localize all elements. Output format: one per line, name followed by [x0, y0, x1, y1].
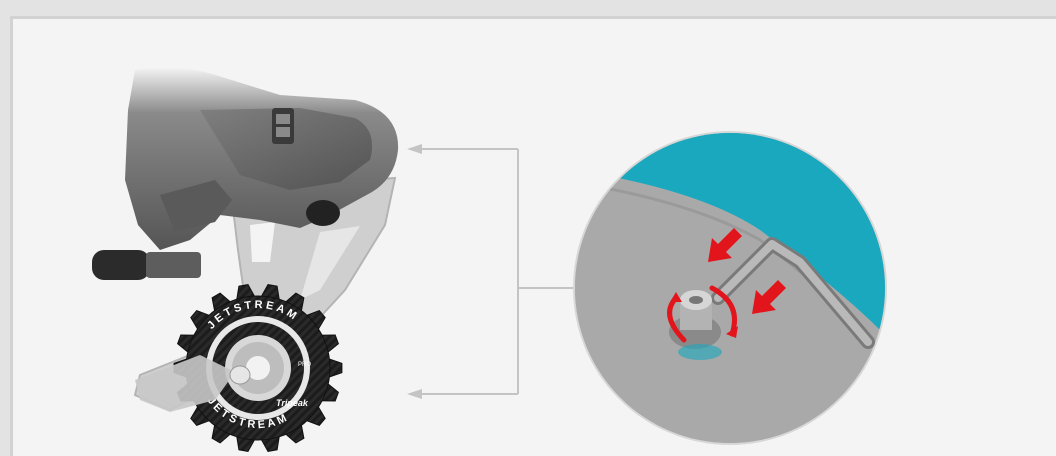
connector-bracket: [418, 149, 575, 394]
barrel-adjuster: [92, 250, 150, 280]
pointer-arrow-top: [407, 144, 422, 154]
brand-mark: Tripeak: [276, 398, 309, 408]
cage-bolt: [306, 200, 340, 226]
derailleur-illustration: JETSTREAM JETSTREAM PRO Tripeak: [92, 67, 398, 451]
pointer-arrow-bottom: [407, 389, 422, 399]
ring-text-small: PRO: [298, 362, 311, 368]
detail-magnifier: [560, 100, 900, 456]
